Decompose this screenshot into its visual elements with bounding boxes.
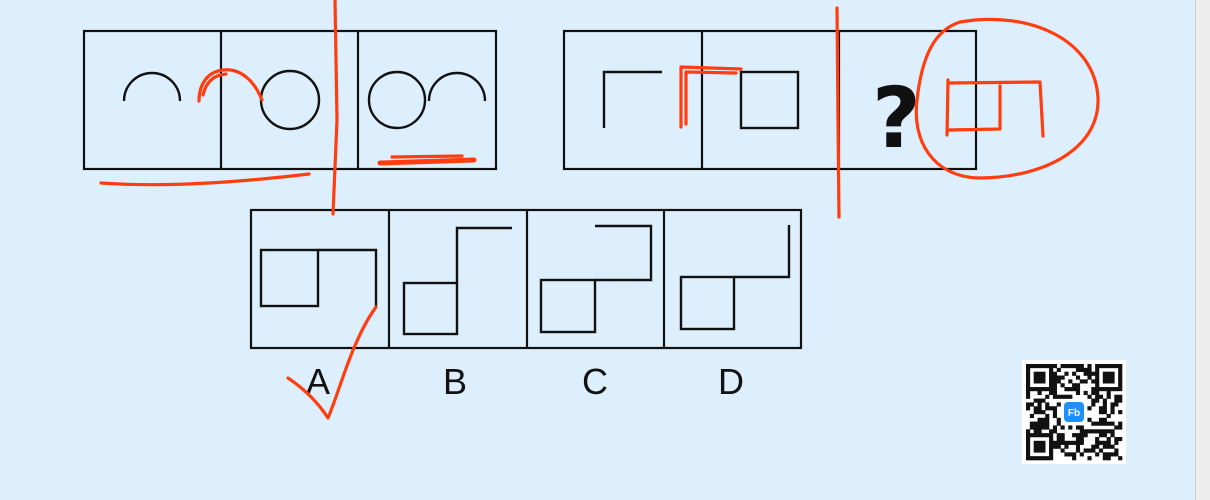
annotation-answer-sketch — [946, 84, 1002, 132]
annotation-corner-stroke — [684, 70, 738, 126]
right-sequence-frame — [562, 29, 978, 171]
qr-code-pattern: Fb — [1026, 364, 1123, 461]
left-sequence-frame — [82, 29, 498, 171]
panel1-arc-figure — [122, 71, 182, 102]
annotation-answer-sketch — [945, 78, 950, 137]
annotation-circle — [914, 17, 1100, 180]
option-b-label[interactable]: B — [443, 361, 467, 402]
qr-logo-text: Fb — [1068, 408, 1080, 419]
qr-code: Fb — [1022, 360, 1126, 464]
panel2-circle-figure — [259, 69, 321, 131]
panel3-circle-arc-figure — [367, 70, 487, 130]
annotation-underline — [377, 157, 477, 166]
annotation-arc-stroke — [197, 68, 264, 103]
option-d-figure[interactable] — [679, 225, 791, 331]
handwritten-annotations — [99, 0, 1100, 420]
option-a-figure[interactable] — [259, 248, 378, 308]
panel4-corner-figure — [602, 70, 662, 128]
option-d-label[interactable]: D — [718, 361, 744, 402]
annotation-checkmark — [286, 305, 378, 420]
option-c-label[interactable]: C — [582, 361, 608, 402]
question-mark: ? — [872, 69, 921, 167]
annotation-answer-sketch — [946, 80, 1045, 138]
qr-logo-icon — [1064, 402, 1084, 422]
annotation-divider-line — [331, 0, 339, 216]
scrollbar-track[interactable] — [1195, 0, 1210, 500]
right-sequence: ? — [562, 29, 978, 171]
panel5-square-figure — [739, 70, 800, 130]
option-c-figure[interactable] — [539, 224, 653, 334]
options-panel: A B C D — [249, 208, 803, 402]
option-b-figure[interactable] — [402, 226, 512, 336]
annotation-underline — [390, 154, 464, 159]
annotation-divider-line — [835, 6, 841, 219]
annotation-underline — [99, 172, 311, 187]
annotation-corner-stroke — [679, 65, 743, 129]
annotation-arc-stroke — [201, 72, 228, 97]
left-sequence — [82, 29, 498, 171]
